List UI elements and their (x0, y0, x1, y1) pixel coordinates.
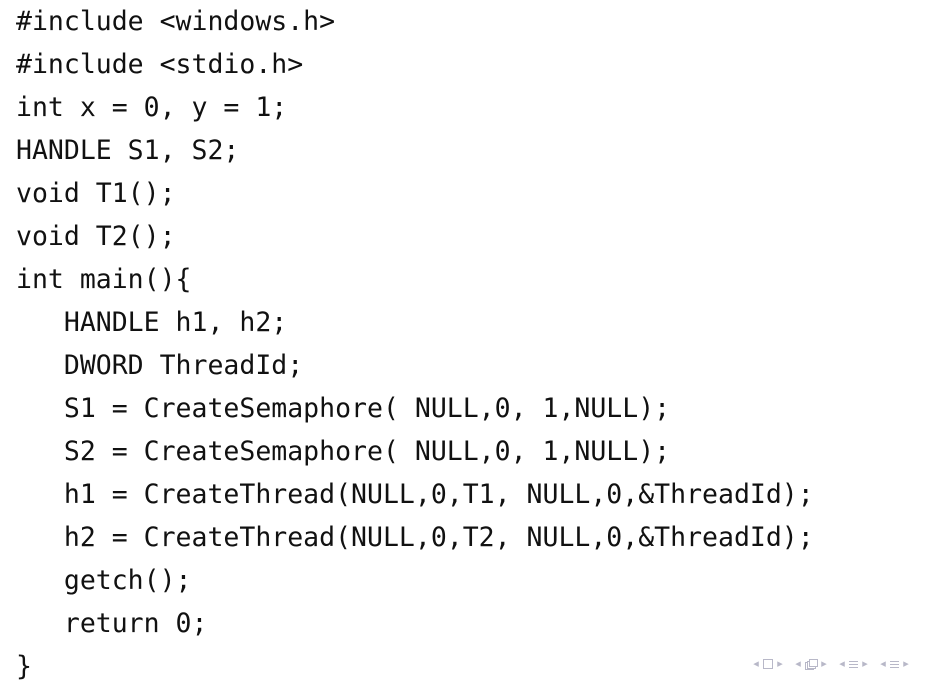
slide-icon[interactable] (763, 659, 773, 669)
frame-icon[interactable] (805, 659, 818, 670)
prev-subsection-icon[interactable]: ◂ (880, 657, 886, 670)
code-line-16: } (16, 651, 32, 682)
code-listing: #include <windows.h> #include <stdio.h> in… (16, 0, 814, 688)
code-line-12: h1 = CreateThread(NULL,0,T1, NULL,0,&Thr… (16, 479, 814, 510)
code-line-3: int x = 0, y = 1; (16, 92, 288, 123)
code-line-7: int main(){ (16, 264, 192, 295)
prev-frame-icon[interactable]: ◂ (795, 657, 801, 670)
code-line-14: getch(); (16, 565, 192, 596)
next-subsection-icon[interactable]: ▸ (903, 657, 909, 670)
code-line-15: return 0; (16, 608, 208, 639)
subsection-nav-group: ◂ ▸ (878, 657, 911, 671)
code-line-6: void T2(); (16, 221, 176, 252)
prev-slide-icon[interactable]: ◂ (753, 657, 759, 670)
code-line-1: #include <windows.h> (16, 6, 336, 37)
code-line-2: #include <stdio.h> (16, 49, 304, 80)
next-section-icon[interactable]: ▸ (862, 657, 868, 670)
beamer-navigation-bar: ◂ ▸ ◂ ▸ ◂ ▸ ◂ ▸ (743, 657, 911, 671)
code-line-11: S2 = CreateSemaphore( NULL,0, 1,NULL); (16, 436, 671, 467)
code-line-5: void T1(); (16, 178, 176, 209)
prev-section-icon[interactable]: ◂ (839, 657, 845, 670)
code-line-9: DWORD ThreadId; (16, 350, 304, 381)
next-frame-icon[interactable]: ▸ (821, 657, 827, 670)
subsection-icon[interactable] (890, 660, 899, 668)
code-line-10: S1 = CreateSemaphore( NULL,0, 1,NULL); (16, 393, 671, 424)
code-line-4: HANDLE S1, S2; (16, 135, 240, 166)
section-icon[interactable] (849, 660, 858, 668)
code-line-13: h2 = CreateThread(NULL,0,T2, NULL,0,&Thr… (16, 522, 814, 553)
slide-nav-group: ◂ ▸ (751, 657, 785, 671)
code-line-8: HANDLE h1, h2; (16, 307, 288, 338)
section-nav-group: ◂ ▸ (837, 657, 870, 671)
frame-nav-group: ◂ ▸ (793, 657, 829, 671)
next-slide-icon[interactable]: ▸ (777, 657, 783, 670)
